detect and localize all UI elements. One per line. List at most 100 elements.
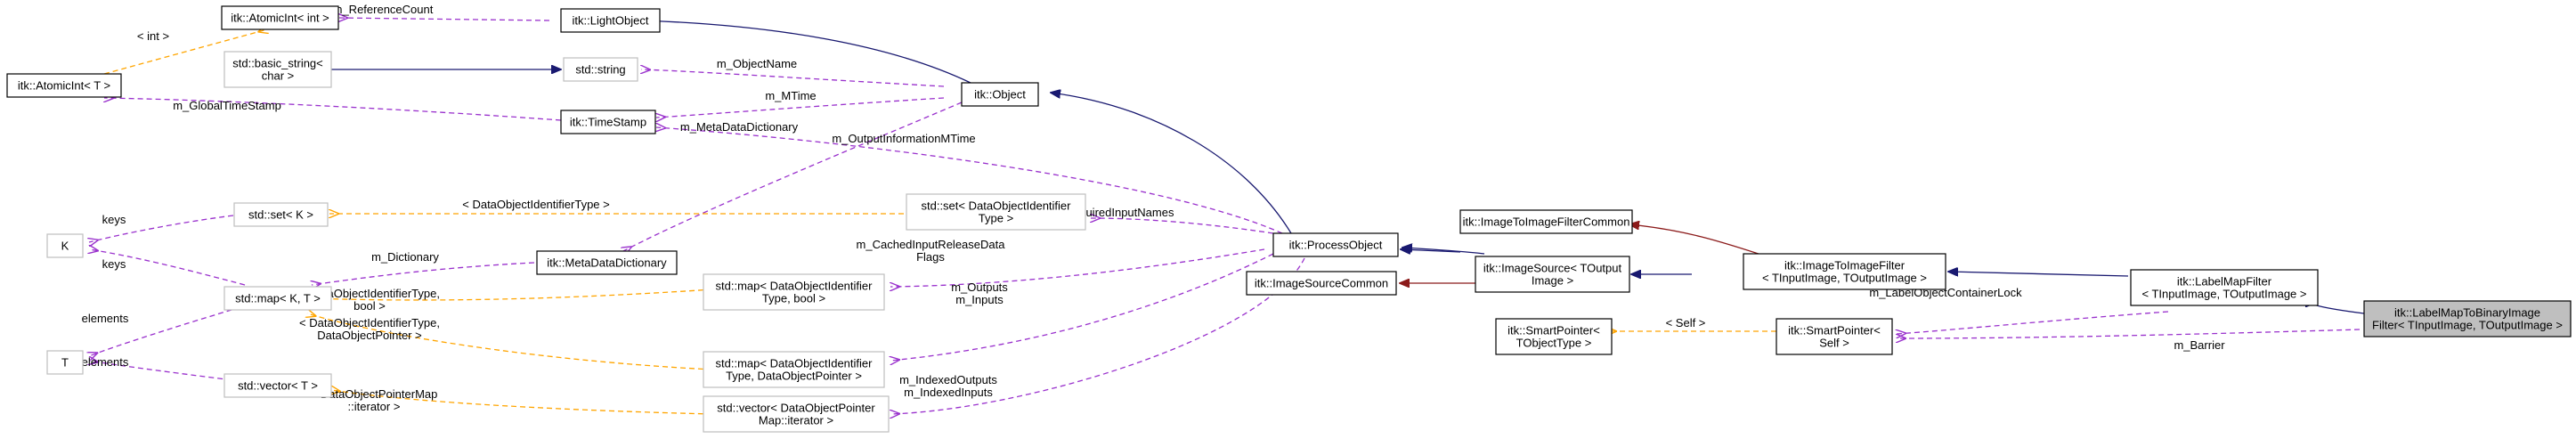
node-smart-pointer-tobj[interactable]: itk::SmartPointer<TObjectType > — [1495, 318, 1613, 355]
edge-image-to-image-filter-to-common — [1629, 224, 1773, 259]
node-vector-t[interactable]: std::vector< T > — [223, 373, 332, 398]
node-map-doid-ptr-box — [703, 351, 885, 388]
node-std-string[interactable]: std::string — [563, 57, 638, 82]
edge-atomic-int-t-to-atomic-int-int — [103, 29, 267, 75]
edge-vector-dop-to-vector-t — [331, 390, 713, 415]
node-map-k-t-box — [223, 286, 332, 311]
node-label-map-filter-box — [2130, 269, 2319, 306]
nodes: itk::AtomicInt< int > itk::LightObject i… — [6, 5, 2572, 433]
node-image-to-image-filter-common[interactable]: itk::ImageToImageFilterCommon — [1459, 209, 1633, 234]
node-k-box — [46, 233, 84, 258]
node-light-object-box — [560, 8, 661, 33]
edge-object-to-meta-data-dictionary — [623, 102, 963, 251]
edge-map-k-t-to-t — [89, 306, 241, 356]
node-vector-dop-label-line-2: Map::iterator > — [759, 414, 833, 427]
node-label-map-filter[interactable]: itk::LabelMapFilter< TInputImage, TOutpu… — [2130, 269, 2319, 306]
edge-label-m-indexed-line-2: m_IndexedInputs — [904, 386, 993, 399]
node-atomic-int-int[interactable]: itk::AtomicInt< int > — [221, 5, 339, 30]
node-map-doid-bool[interactable]: std::map< DataObjectIdentifierType, bool… — [703, 273, 885, 311]
edge-label-m-global-time-stamp: m_GlobalTimeStamp — [173, 99, 281, 112]
edge-label-int-line-1: < int > — [137, 29, 169, 43]
node-time-stamp-box — [560, 110, 656, 134]
edge-label-dop-map-iter-line-1: < DataObjectPointerMap — [311, 387, 438, 401]
edges — [89, 18, 2365, 415]
node-smart-pointer-self[interactable]: itk::SmartPointer<Self > — [1776, 318, 1893, 355]
node-process-object-label-line-1: itk::ProcessObject — [1289, 239, 1383, 252]
node-set-doid-label-line-1: std::set< DataObjectIdentifier — [921, 199, 1071, 213]
node-smart-pointer-tobj-box — [1495, 318, 1613, 355]
edge-label-keys-1: keys — [102, 213, 126, 226]
node-std-string-label-line-1: std::string — [575, 63, 625, 77]
node-image-to-image-filter-label-line-1: itk::ImageToImageFilter — [1784, 259, 1906, 272]
node-basic-string-label-line-1: std::basic_string< — [232, 57, 323, 70]
edge-label-m-global-time-stamp-line-1: m_GlobalTimeStamp — [173, 99, 281, 112]
edge-label-map-to-binary-to-label-map-filter — [2312, 303, 2365, 314]
node-process-object-box — [1272, 232, 1399, 257]
edge-label-int: < int > — [137, 29, 169, 43]
edge-label-elements-2-line-1: elements — [82, 355, 129, 369]
edge-label-dop-map-iter-line-2: ::iterator > — [348, 400, 401, 413]
node-image-source-label-line-2: Image > — [1532, 274, 1573, 288]
node-object-label-line-1: itk::Object — [974, 88, 1026, 102]
edge-label-doid-type: < DataObjectIdentifierType > — [462, 198, 609, 211]
edge-set-k-to-k — [89, 215, 234, 242]
node-basic-string[interactable]: std::basic_string<char > — [223, 51, 332, 88]
node-set-doid-label-line-2: Type > — [979, 212, 1013, 225]
node-image-to-image-filter-box — [1743, 253, 1946, 290]
node-image-to-image-filter[interactable]: itk::ImageToImageFilter< TInputImage, TO… — [1743, 253, 1946, 290]
node-map-doid-bool-box — [703, 273, 885, 311]
edge-label-doid-type-line-1: < DataObjectIdentifierType > — [462, 198, 609, 211]
node-basic-string-label-line-2: char > — [262, 69, 295, 83]
edge-time-stamp-to-atomic-int-t — [104, 98, 562, 121]
node-set-doid[interactable]: std::set< DataObjectIdentifierType > — [906, 193, 1086, 231]
edge-label-doid-bool-line-1: < DataObjectIdentifierType, — [299, 287, 440, 300]
node-set-k[interactable]: std::set< K > — [233, 202, 329, 227]
edge-label-m-object-name-line-1: m_ObjectName — [717, 57, 797, 70]
edge-image-source-to-process-object — [1402, 248, 1485, 255]
node-atomic-int-int-box — [221, 5, 339, 30]
edge-labels: m_ReferenceCount < int > m_ObjectName m_… — [82, 3, 2226, 413]
node-set-doid-box — [906, 193, 1086, 231]
edge-label-m-object-name: m_ObjectName — [717, 57, 797, 70]
node-label-map-to-binary-label-line-2: Filter< TInputImage, TOutputImage > — [2372, 319, 2563, 332]
node-image-source[interactable]: itk::ImageSource< TOutputImage > — [1475, 256, 1630, 293]
node-vector-dop[interactable]: std::vector< DataObjectPointerMap::itera… — [703, 395, 890, 433]
node-t-label-line-1: T — [61, 356, 69, 370]
node-meta-data-dictionary[interactable]: itk::MetaDataDictionary — [536, 250, 678, 275]
node-light-object[interactable]: itk::LightObject — [560, 8, 661, 33]
node-image-source-label-line-1: itk::ImageSource< TOutput — [1483, 262, 1622, 275]
node-process-object[interactable]: itk::ProcessObject — [1272, 232, 1399, 257]
node-t[interactable]: T — [46, 350, 84, 375]
edge-label-map-to-binary-to-smart-pointer-self — [1897, 329, 2361, 338]
edge-label-map-filter-to-smart-pointer-self — [1897, 311, 2169, 334]
edge-label-m-barrier-line-1: m_Barrier — [2174, 338, 2225, 352]
node-atomic-int-t[interactable]: itk::AtomicInt< T > — [6, 73, 122, 98]
edge-label-doid-bool-line-2: bool > — [353, 299, 386, 313]
edge-label-dop-map-iter: < DataObjectPointerMap::iterator > — [311, 387, 438, 413]
node-atomic-int-t-label-line-1: itk::AtomicInt< T > — [18, 79, 110, 93]
node-object[interactable]: itk::Object — [961, 82, 1039, 107]
node-map-k-t[interactable]: std::map< K, T > — [223, 286, 332, 311]
edge-label-keys-2-line-1: keys — [102, 257, 126, 271]
node-image-to-image-filter-common-label-line-1: itk::ImageToImageFilterCommon — [1463, 215, 1630, 229]
edge-label-m-meta-data-dictionary-line-1: m_MetaDataDictionary — [680, 120, 799, 134]
node-k-label-line-1: K — [61, 240, 69, 253]
node-vector-dop-box — [703, 395, 890, 433]
node-map-doid-ptr[interactable]: std::map< DataObjectIdentifierType, Data… — [703, 351, 885, 388]
node-time-stamp-label-line-1: itk::TimeStamp — [570, 116, 646, 129]
edge-light-object-to-atomic-int-int — [338, 18, 550, 20]
edge-label-m-reference-count-line-1: m_ReferenceCount — [333, 3, 434, 16]
node-set-k-label-line-1: std::set< K > — [248, 208, 313, 222]
node-image-to-image-filter-label-line-2: < TInputImage, TOutputImage > — [1762, 272, 1927, 285]
node-image-source-common[interactable]: itk::ImageSourceCommon — [1246, 271, 1397, 296]
node-vector-dop-label-line-1: std::vector< DataObjectPointer — [717, 402, 875, 415]
node-k[interactable]: K — [46, 233, 84, 258]
node-light-object-label-line-1: itk::LightObject — [573, 14, 649, 28]
edge-label-m-output-information-mtime-line-1: m_OutputInformationMTime — [832, 132, 975, 145]
edge-map-doid-bool-to-map-k-t — [312, 289, 713, 300]
node-time-stamp[interactable]: itk::TimeStamp — [560, 110, 656, 134]
edge-process-object-to-map-doid-ptr — [890, 253, 1274, 361]
node-smart-pointer-self-label-line-1: itk::SmartPointer< — [1788, 324, 1881, 337]
